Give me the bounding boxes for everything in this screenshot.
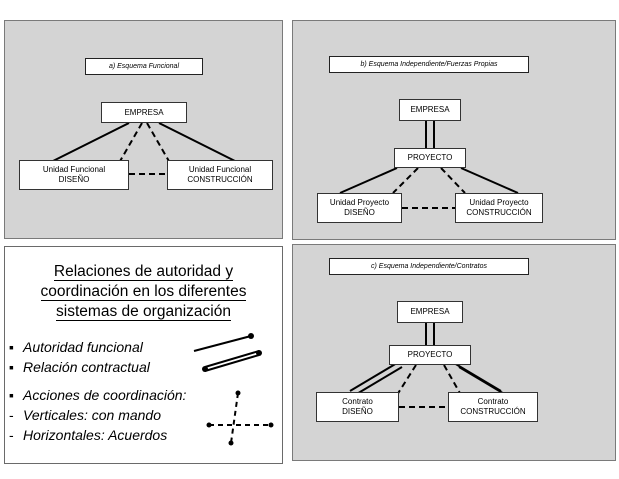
legend-title-line-2: coordinación en los diferentes [40,283,247,301]
contractual-relation-symbol [202,350,262,372]
panel-c-design-contract-box: Contrato DISEÑO [316,392,399,422]
panel-c-construction-contract-box: Contrato CONSTRUCCIÓN [448,392,538,422]
legend-item-functional-authority: ▪Autoridad funcional [9,339,143,355]
legend-item-contractual-relation: ▪Relación contractual [9,359,150,375]
legend-panel: Relaciones de autoridad y coordinación e… [4,246,283,464]
panel-b-empresa-box: EMPRESA [399,99,461,121]
panel-a-connectors [48,122,240,175]
functional-authority-symbol [193,333,254,352]
contract-line-right [453,362,507,396]
coordination-symbol [206,390,274,446]
panel-b-connectors [339,121,519,209]
panel-independent-own-forces: b) Esquema Independiente/Fuerzas Propias… [292,20,616,240]
panel-c-connectors [349,323,507,408]
panel-b-caption: b) Esquema Independiente/Fuerzas Propias [329,56,529,73]
panel-a-construction-unit-box: Unidad Funcional CONSTRUCCIÓN [167,160,273,190]
panel-c-empresa-box: EMPRESA [397,301,463,323]
panel-b-construction-unit-box: Unidad Proyecto CONSTRUCCIÓN [455,193,543,223]
legend-item-vertical: -Verticales: con mando [9,407,161,423]
panel-a-caption: a) Esquema Funcional [85,58,203,75]
panel-a-empresa-box: EMPRESA [101,102,187,123]
panel-c-proyecto-box: PROYECTO [389,345,471,365]
contract-line-left [349,362,403,396]
legend-symbols [193,333,274,446]
legend-title-line-3: sistemas de organización [56,303,231,321]
panel-a-design-unit-box: Unidad Funcional DISEÑO [19,160,129,190]
panel-c-caption: c) Esquema Independiente/Contratos [329,258,529,275]
legend-item-horizontal: -Horizontales: Acuerdos [9,427,168,443]
panel-independent-contracts: c) Esquema Independiente/Contratos EMPRE… [292,244,616,461]
panel-b-proyecto-box: PROYECTO [394,148,466,168]
legend-item-coordination-actions: ▪Acciones de coordinación: [9,387,187,403]
panel-b-design-unit-box: Unidad Proyecto DISEÑO [317,193,402,223]
legend-title-line-1: Relaciones de autoridad y [53,263,234,281]
panel-functional-scheme: a) Esquema Funcional EMPRESA Unidad Func… [4,20,283,239]
